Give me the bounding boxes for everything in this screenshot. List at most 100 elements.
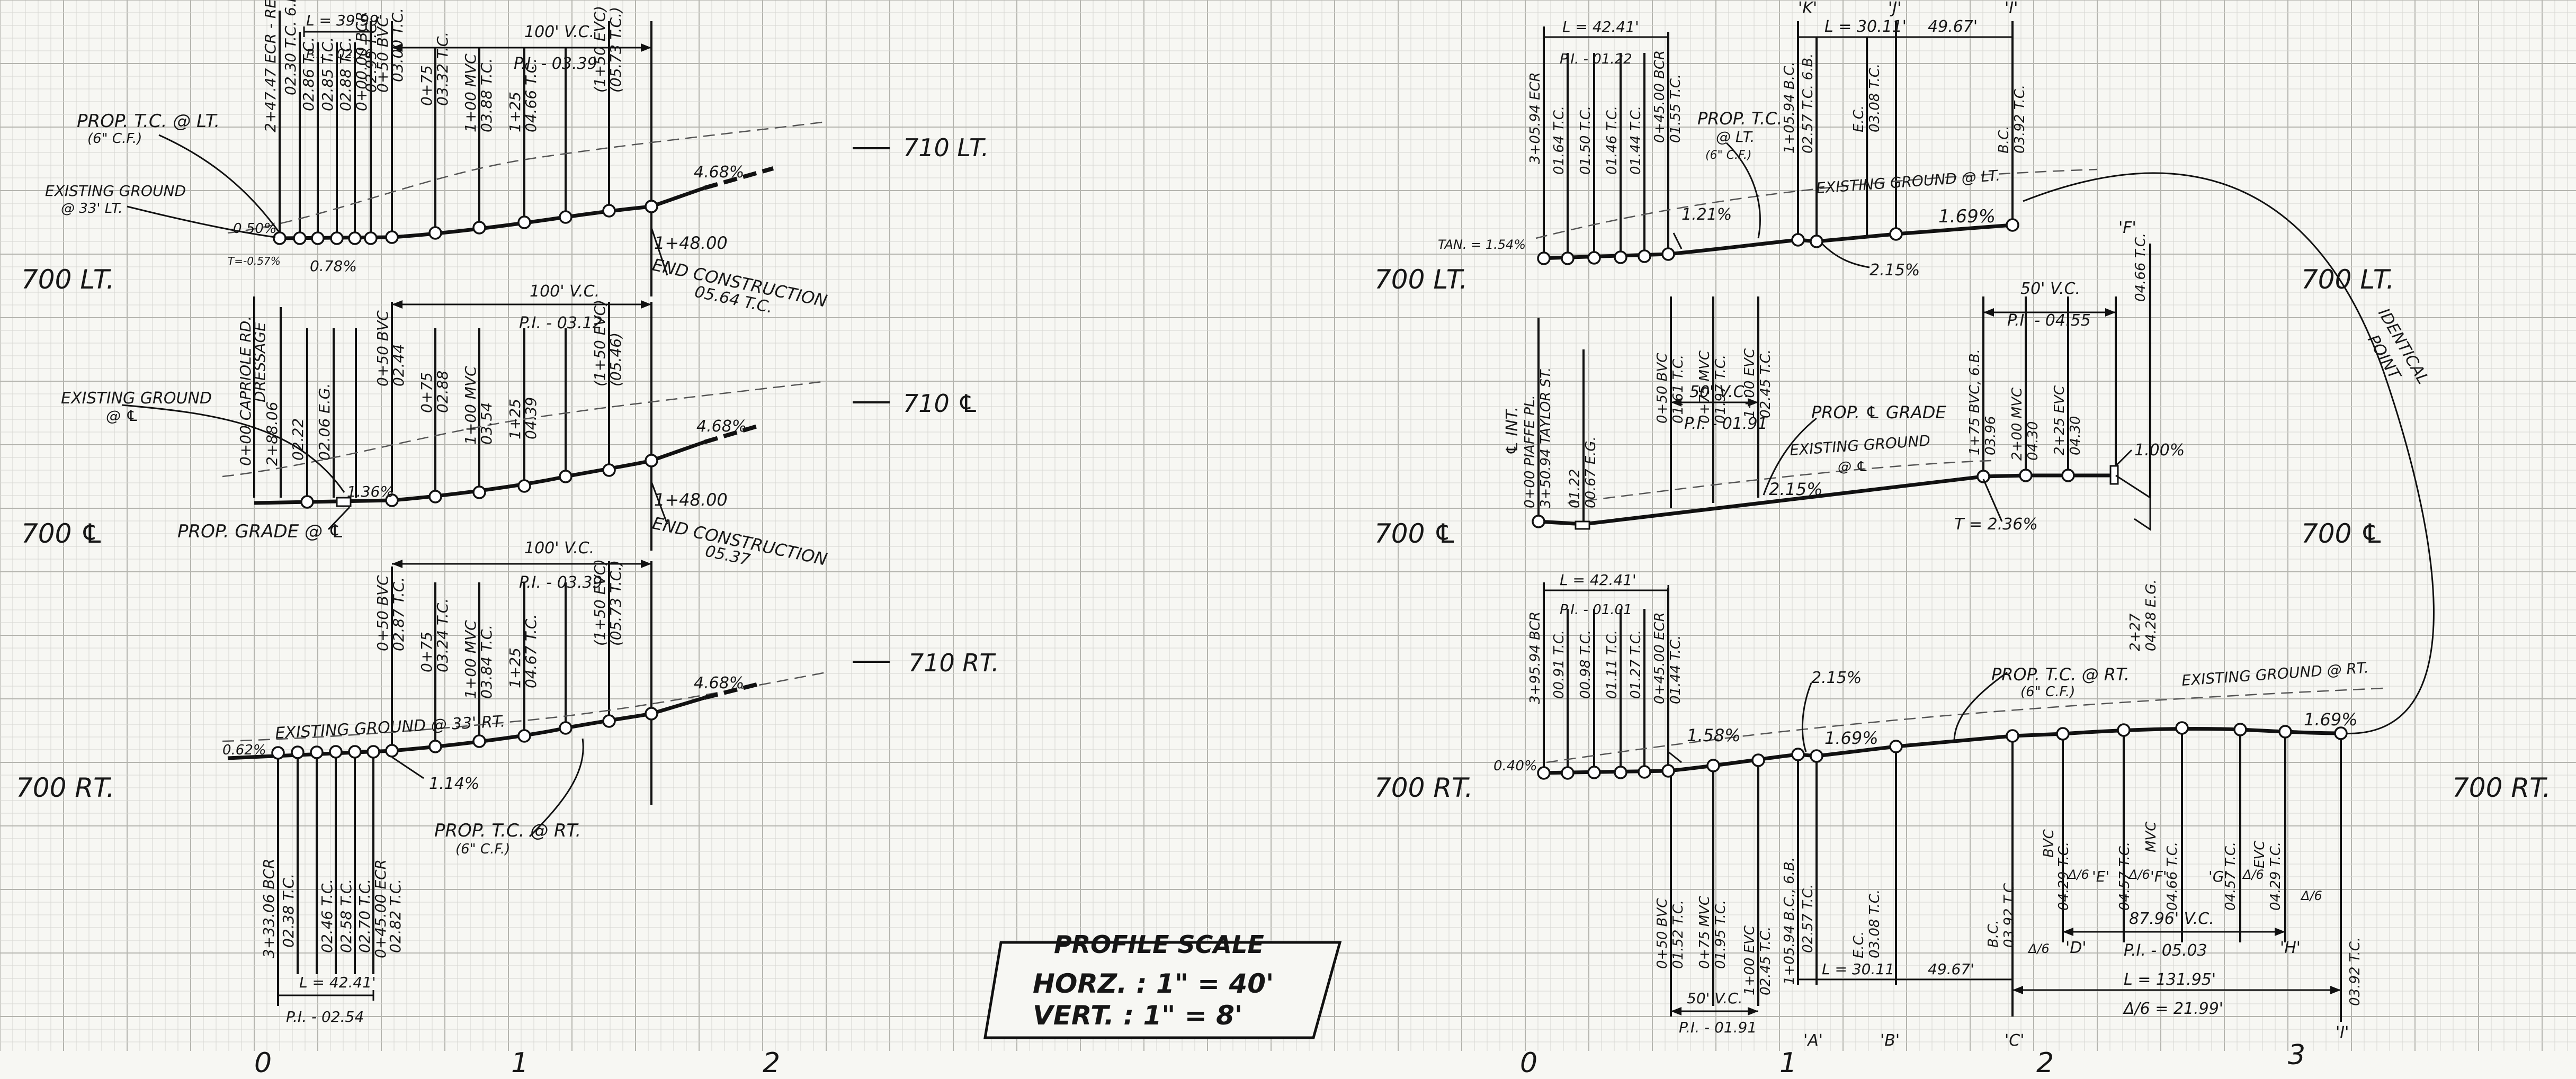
left-cl-vc: 100' V.C. xyxy=(530,282,600,301)
left-rt-lpi: P.I. - 02.54 xyxy=(286,1008,364,1026)
right-rt-pi2: P.I. - 05.03 xyxy=(2124,941,2207,960)
station-label: (1+50 EVC) xyxy=(591,559,609,646)
station-label: 0+45.00 BCR xyxy=(1652,50,1668,143)
right-rt-pi: P.I. - 01.91 xyxy=(1679,1019,1757,1036)
axis-right-2: 2 xyxy=(2036,1047,2054,1079)
station-label: 03.96 xyxy=(1983,416,1999,455)
right-rt-lpi: P.I. - 01.01 xyxy=(1560,602,1632,618)
right-rt-grade-d: 1.69% xyxy=(2304,709,2358,730)
station-label: 0+00 CAPRIOLE RD. xyxy=(237,316,254,466)
station-label: 02.87 T.C. xyxy=(390,577,407,651)
right-lt-leader-2: @ LT. xyxy=(1716,128,1755,146)
bottom-axis: 0 1 2 0 1 2 3 xyxy=(254,1039,2305,1079)
datum-rt-right-a: 700 RT. xyxy=(1374,772,1473,803)
station-label: 2+00 MVC xyxy=(2009,387,2025,461)
scale-vert: VERT. : 1" = 8' xyxy=(1033,1000,1242,1031)
left-rt-l: L = 42.41' xyxy=(299,974,376,991)
right-lt-dim-1: L = 30.11' xyxy=(1824,17,1907,36)
right-rt-pt-d: 'D' xyxy=(2065,939,2087,957)
station-label: 04.39 xyxy=(522,397,540,439)
station-label: 0+50 BVC xyxy=(374,575,391,651)
right-cl-ground-1: EXISTING GROUND xyxy=(1789,432,1931,459)
left-rt-leader-2: (6" C.F.) xyxy=(455,841,510,857)
left-lt-pi: P.I. - 03.39 xyxy=(514,55,597,73)
station-label: 1+25 xyxy=(506,399,524,439)
right-cl-ground-2: @ ℄ xyxy=(1838,459,1868,475)
station-label: 02.30 T.C. 6.B. xyxy=(282,0,299,95)
station-label: 01.61 T.C. xyxy=(1670,355,1686,424)
right-rt-delta-1: Δ/6 xyxy=(2027,941,2050,956)
right-rt-delta-3: Δ/6 xyxy=(2128,867,2150,882)
station-label: 02.95 T.C. xyxy=(362,19,380,93)
right-rt-leader-2: (6" C.F.) xyxy=(2020,684,2075,700)
station-label: 02.85 T.C. xyxy=(319,37,336,111)
datum-cl-left: 700 ℄ xyxy=(21,518,104,549)
right-cl-grade-b: 1.00% xyxy=(2134,441,2185,460)
right-lt-i: 'I' xyxy=(2005,0,2018,17)
left-lt-tan: T=-0.57% xyxy=(228,255,281,267)
left-cl-grade-label: PROP. GRADE @ ℄ xyxy=(177,521,344,542)
right-cl-grade-label: PROP. ℄ GRADE xyxy=(1811,402,1946,422)
right-cl-vc: 50' V.C. xyxy=(1689,383,1749,401)
left-profile: 700 LT. 700 ℄ 700 RT. 710 LT. 710 ℄ 710 … xyxy=(16,0,999,1026)
station-label: 1+75 BVC, 6.B. xyxy=(1967,349,1983,455)
left-lt-l: L = 39.99' xyxy=(306,12,383,29)
station-label: 03.08 T.C. xyxy=(1867,64,1883,132)
station-label: 02.82 T.C. xyxy=(387,879,404,953)
right-cl-pi2: P.I. - 04.55 xyxy=(2007,311,2091,330)
station-label: 0+50 BVC xyxy=(374,310,391,386)
datum-710-cl: 710 ℄ xyxy=(903,389,979,418)
right-cl-vc2: 50' V.C. xyxy=(2020,280,2080,298)
left-lt-vc: 100' V.C. xyxy=(524,23,594,41)
right-lt-l: L = 42.41' xyxy=(1562,18,1639,35)
datum-cl-right-b: 700 ℄ xyxy=(2301,518,2384,549)
right-lt-j: 'J' xyxy=(1888,0,1901,17)
station-label: 04.57 T.C. xyxy=(2117,842,2133,911)
right-cl-int: ℄ INT. xyxy=(1503,407,1522,455)
station-label: 03.54 xyxy=(478,402,495,445)
station-label: 1+05.94 B.C., 6.B. xyxy=(1782,857,1797,985)
right-rt-pt-b: 'B' xyxy=(1880,1031,1900,1050)
left-lt-grade-out: 4.68% xyxy=(694,163,744,182)
datum-rt-left: 700 RT. xyxy=(16,772,115,803)
station-label: 02.06 E.G. xyxy=(316,383,333,461)
station-label: (1+50 EVC) xyxy=(591,300,609,386)
station-label: 04.29 T.C. xyxy=(2056,842,2072,911)
station-label: 3+95.94 BCR xyxy=(1527,612,1543,704)
station-label: 02.22 xyxy=(289,418,307,461)
left-rt-grade-in: 0.62% xyxy=(222,742,266,758)
datum-710-rt: 710 RT. xyxy=(908,649,999,677)
right-lt-tan: TAN. = 1.54% xyxy=(1438,237,1526,252)
axis-left-0: 0 xyxy=(254,1047,272,1079)
station-label: 01.95 T.C. xyxy=(1713,900,1729,969)
station-label: 04.30 xyxy=(2025,421,2041,461)
station-label: 0+45.00 ECR xyxy=(372,859,389,958)
station-label: B.C. xyxy=(1996,125,2012,154)
station-label: (05.73 T.C.) xyxy=(607,7,624,93)
station-label: 04.66 T.C. xyxy=(522,58,540,132)
datum-lt-right-a: 700 LT. xyxy=(1374,264,1468,295)
station-label: 00.67 E.G. xyxy=(1583,436,1599,508)
station-label: 2+25 EVC xyxy=(2052,385,2068,455)
station-label: 02.88 T.C. xyxy=(337,37,354,111)
station-label: 1+00 MVC xyxy=(462,366,479,445)
station-label: (05.46) xyxy=(607,332,624,386)
left-lt-leader-1: PROP. T.C. @ LT. xyxy=(77,111,220,132)
left-rt-grade-out: 4.68% xyxy=(694,674,744,693)
left-lt-grade-mid: 0.78% xyxy=(310,257,357,275)
station-label: 02.44 xyxy=(390,344,407,386)
station-label: 02.38 T.C. xyxy=(280,874,297,948)
right-rt-grade-c: 1.69% xyxy=(1824,728,1879,748)
axis-right-3: 3 xyxy=(2288,1039,2305,1071)
station-label: 03.92 T.C. xyxy=(2347,937,2363,1006)
right-lt-grade-c: 1.69% xyxy=(1938,206,1996,227)
station-label: 02.45 T.C. xyxy=(1758,349,1774,418)
right-rt-pt-e: 'E' xyxy=(2092,868,2109,885)
station-label: 01.55 T.C. xyxy=(1668,74,1684,143)
station-label: 02.45 T.C. xyxy=(1758,927,1774,995)
station-label: (05.73 T.C.) xyxy=(607,560,624,646)
left-rt-pi: P.I. - 03.39 xyxy=(519,573,603,592)
right-lt-k: 'K' xyxy=(1798,0,1817,17)
